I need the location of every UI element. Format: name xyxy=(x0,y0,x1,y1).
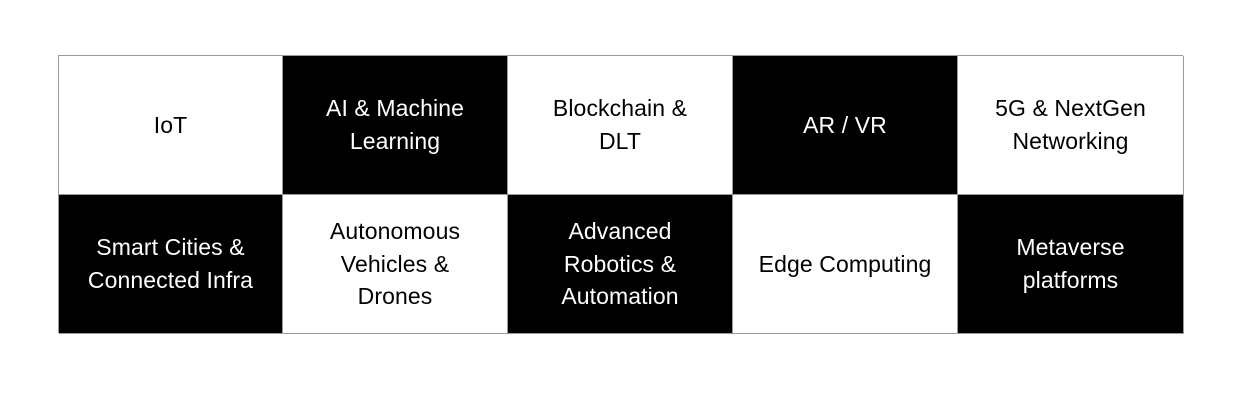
grid-cell-label: Autonomous Vehicles & Drones xyxy=(329,218,461,310)
grid-cell-advanced-robotics-automation[interactable]: Advanced Robotics & Automation xyxy=(508,195,733,334)
grid-cell-label: Blockchain & DLT xyxy=(552,95,688,154)
grid-cell-smart-cities-connected-infra[interactable]: Smart Cities & Connected Infra xyxy=(59,195,283,334)
grid-cell-ar-vr[interactable]: AR / VR xyxy=(733,56,958,195)
grid-cell-metaverse-platforms[interactable]: Metaverse platforms xyxy=(958,195,1184,334)
grid-cell-label: IoT xyxy=(153,111,188,138)
grid-cell-label: 5G & NextGen Networking xyxy=(995,95,1146,154)
grid-cell-label: AI & Machine Learning xyxy=(326,95,464,154)
grid-cell-label: Metaverse platforms xyxy=(1016,234,1125,293)
grid-cell-ai-machine-learning[interactable]: AI & Machine Learning xyxy=(283,56,508,195)
grid-cell-label: Edge Computing xyxy=(758,250,932,277)
grid-cell-label: AR / VR xyxy=(803,111,887,138)
grid-cell-iot[interactable]: IoT xyxy=(59,56,283,195)
grid-cell-label: Smart Cities & Connected Infra xyxy=(87,234,254,293)
grid-cell-label: Advanced Robotics & Automation xyxy=(561,218,679,310)
grid-cell-blockchain-dlt[interactable]: Blockchain & DLT xyxy=(508,56,733,195)
grid-cell-edge-computing[interactable]: Edge Computing xyxy=(733,195,958,334)
grid-cell-5g-nextgen-networking[interactable]: 5G & NextGen Networking xyxy=(958,56,1184,195)
technology-matrix: IoT AI & Machine Learning Blockchain & D… xyxy=(58,55,1184,334)
grid-cell-autonomous-vehicles-drones[interactable]: Autonomous Vehicles & Drones xyxy=(283,195,508,334)
technology-grid: IoT AI & Machine Learning Blockchain & D… xyxy=(58,55,1184,334)
